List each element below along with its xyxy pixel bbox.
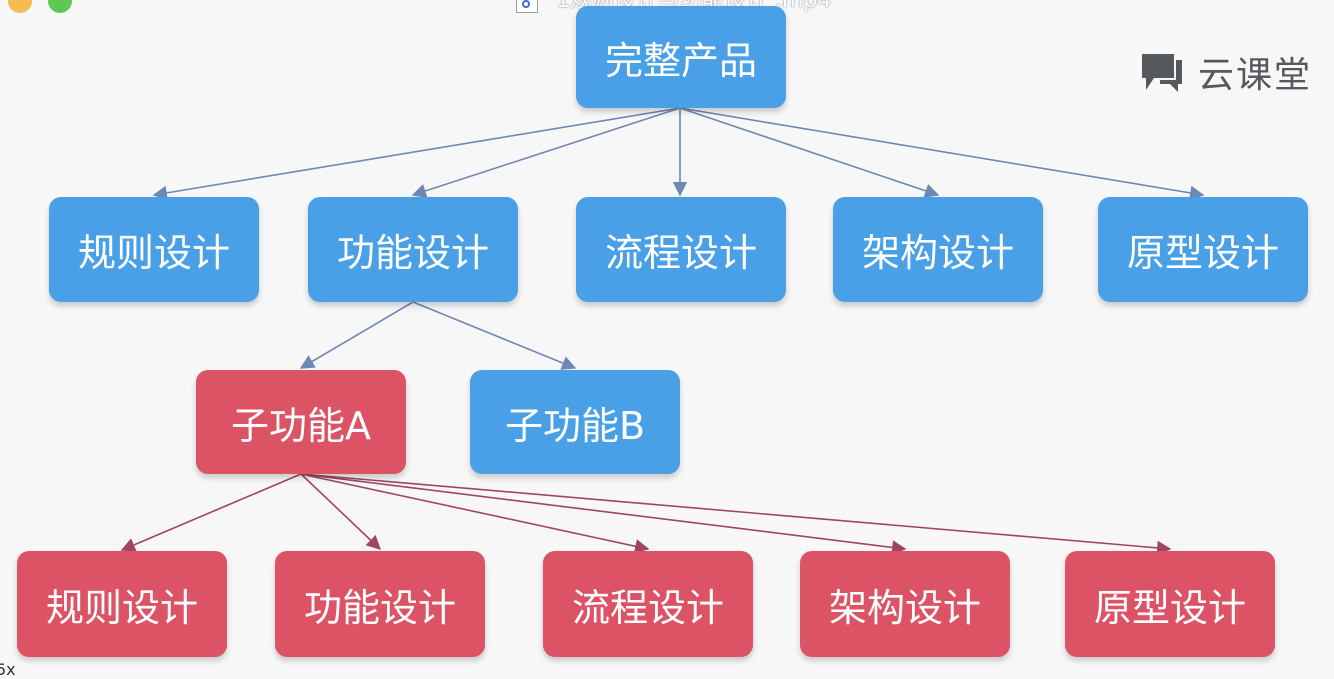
node-flow-design: 流程设计 — [576, 197, 786, 302]
edge-sub-a-to-function — [300, 473, 382, 550]
edge-root-to-rule — [152, 107, 681, 200]
node-sub-architecture-design: 架构设计 — [800, 551, 1010, 657]
edge-sub-a-to-prototype — [300, 473, 1172, 556]
edge-sub-a-to-architecture — [300, 473, 907, 555]
speech-bubble-icon — [1142, 54, 1182, 92]
video-file-icon — [516, 0, 538, 13]
node-function-design: 功能设计 — [308, 197, 518, 302]
node-architecture-design: 架构设计 — [833, 197, 1043, 302]
edge-sub-a-to-rule — [120, 473, 302, 552]
node-sub-flow-design: 流程设计 — [543, 551, 753, 657]
node-rule-design: 规则设计 — [49, 197, 259, 302]
node-prototype-design: 原型设计 — [1098, 197, 1308, 302]
edge-root-to-function — [411, 107, 681, 198]
node-sub-function-a: 子功能A — [196, 370, 406, 474]
edge-function-to-sub-b — [412, 301, 577, 370]
minimize-button[interactable] — [8, 0, 32, 13]
node-root: 完整产品 — [576, 6, 786, 108]
node-sub-rule-design: 规则设计 — [17, 551, 227, 657]
node-sub-prototype-design: 原型设计 — [1065, 551, 1275, 657]
node-sub-function-design: 功能设计 — [275, 551, 485, 657]
playback-speed: 5x — [0, 660, 16, 679]
edge-sub-a-to-flow — [300, 473, 650, 554]
brand-logo: 云课堂 — [1138, 46, 1312, 98]
edge-function-to-sub-a — [299, 301, 414, 369]
edge-root-to-prototype — [679, 107, 1205, 200]
zoom-button[interactable] — [48, 0, 72, 13]
node-sub-function-b: 子功能B — [470, 370, 680, 474]
edge-root-to-architecture — [679, 107, 940, 198]
brand-name: 云课堂 — [1198, 55, 1313, 96]
